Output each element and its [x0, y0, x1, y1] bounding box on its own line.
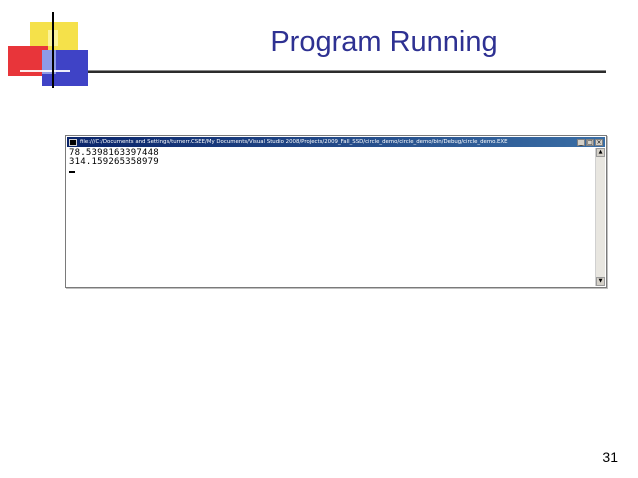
console-output-line: 314.159265358979: [69, 157, 159, 167]
minimize-button[interactable]: _: [577, 138, 585, 146]
console-window-title: file:///C:/Documents and Settings/turner…: [80, 139, 508, 145]
scroll-down-arrow-icon[interactable]: ▼: [596, 277, 605, 286]
decorative-horizontal-line: [20, 70, 70, 72]
console-output-area[interactable]: 78.5398163397448 314.159265358979: [67, 148, 594, 286]
close-button[interactable]: ×: [595, 138, 603, 146]
scroll-up-arrow-icon[interactable]: ▲: [596, 148, 605, 157]
slide-title: Program Running: [270, 26, 498, 58]
page-number: 31: [602, 449, 618, 465]
maximize-button[interactable]: □: [586, 138, 594, 146]
console-titlebar[interactable]: file:///C:/Documents and Settings/turner…: [67, 137, 605, 147]
title-underline-thin: [88, 70, 606, 71]
text-cursor: [69, 171, 75, 173]
vertical-scrollbar[interactable]: ▲ ▼: [595, 148, 605, 286]
console-app-icon[interactable]: [69, 138, 77, 146]
console-output-line: 78.5398163397448: [69, 148, 159, 158]
title-underline: [88, 71, 606, 73]
decorative-vertical-line: [52, 12, 54, 88]
window-controls: _ □ ×: [577, 138, 603, 146]
console-window[interactable]: file:///C:/Documents and Settings/turner…: [65, 135, 607, 288]
